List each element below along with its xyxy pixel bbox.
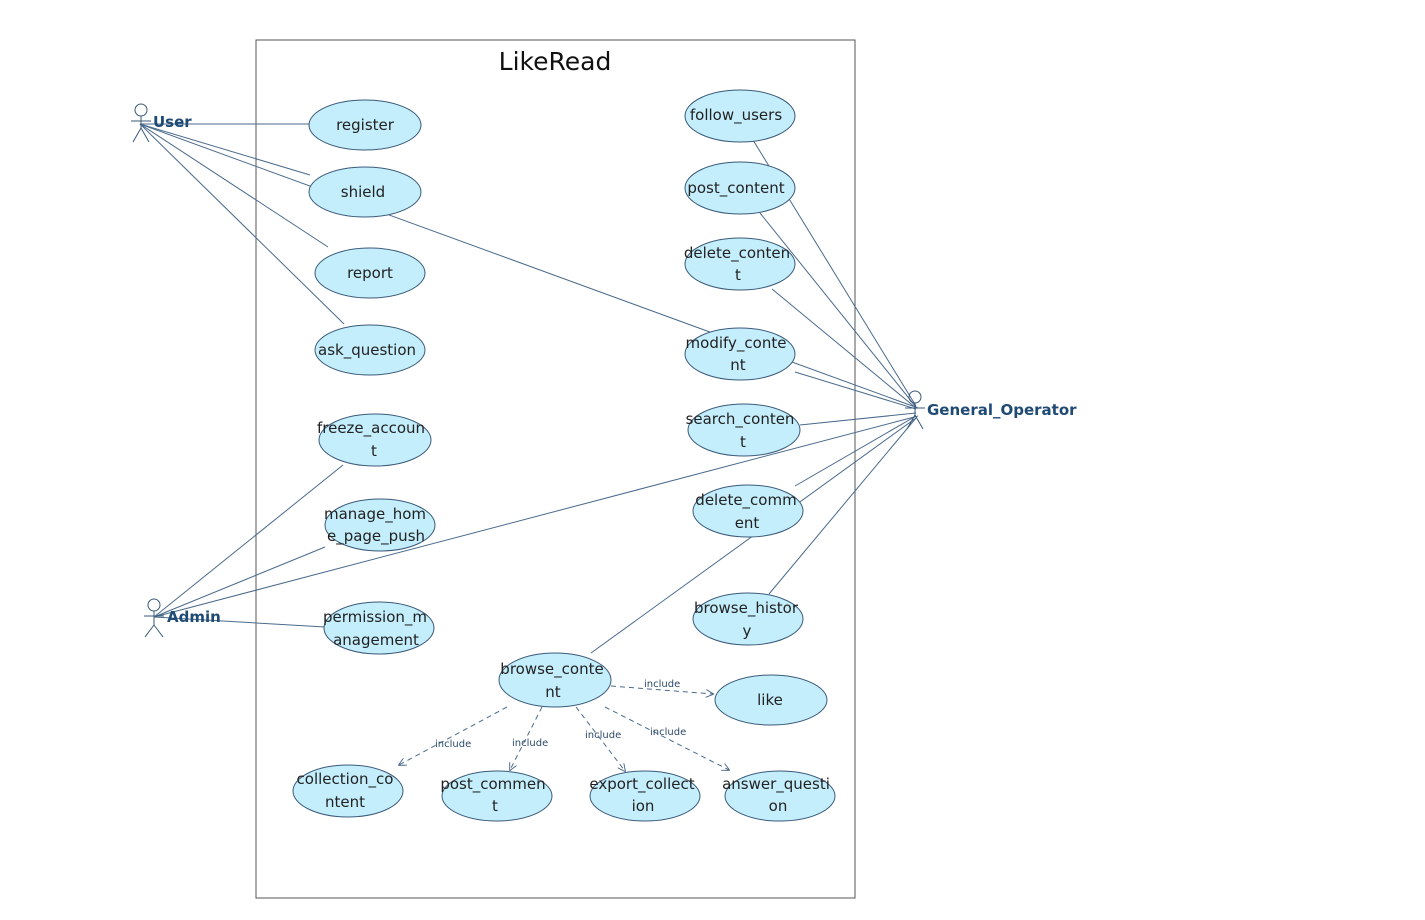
use-case-browse-content[interactable]: browse_conte nt <box>498 652 612 708</box>
include-label-export: include <box>585 730 621 741</box>
use-case-modify-content-label-line1: modify_conte <box>686 334 787 353</box>
use-case-register[interactable]: register <box>308 99 422 151</box>
use-case-freeze-account-label-line2: t <box>371 442 377 460</box>
use-case-post-content[interactable]: post_content <box>684 161 796 215</box>
actor-admin-label: Admin <box>167 608 221 626</box>
include-label-collection: include <box>435 739 471 750</box>
use-case-delete-content-label-line1: delete_conten <box>684 244 790 263</box>
include-label-answer: include <box>650 727 686 738</box>
use-case-modify-content-label-line2: nt <box>730 356 746 374</box>
use-case-report-label: report <box>347 264 393 282</box>
use-case-browse-history-label-line2: y <box>743 622 752 640</box>
use-case-follow-users-label: follow_users <box>690 106 782 125</box>
use-case-delete-content-label-line2: t <box>735 266 741 284</box>
use-case-export-collection[interactable]: export_collect ion <box>589 770 701 822</box>
use-case-delete-comment[interactable]: delete_comm ent <box>692 484 804 538</box>
include-label-like: include <box>644 679 680 690</box>
use-case-manage-home-page-push-label-line2: e_page_push <box>327 527 425 546</box>
use-case-ask-question-label: ask_question <box>318 341 416 360</box>
include-relationships: include include include include include <box>399 679 729 771</box>
use-case-freeze-account[interactable]: freeze_accoun t <box>317 413 432 467</box>
use-case-like[interactable]: like <box>714 674 828 726</box>
use-case-delete-comment-label-line2: ent <box>735 514 760 532</box>
use-case-browse-history-label-line1: browse_histor <box>694 599 799 618</box>
use-case-permission-management-label-line1: permission_m <box>323 608 427 627</box>
use-case-browse-content-label-line2: nt <box>545 683 561 701</box>
actor-user-label: User <box>153 113 192 131</box>
use-case-post-comment[interactable]: post_commen t <box>440 770 553 822</box>
use-case-shield[interactable]: shield <box>308 166 422 218</box>
use-case-post-comment-label-line1: post_commen <box>440 775 545 794</box>
general-operator-stick-figure-icon <box>905 390 925 430</box>
use-case-modify-content[interactable]: modify_conte nt <box>684 327 796 381</box>
admin-associations <box>153 415 919 628</box>
use-case-export-collection-label-line2: ion <box>632 797 655 815</box>
use-case-collection-content-label-line2: ntent <box>325 793 365 811</box>
use-case-permission-management-label-line2: anagement <box>333 631 419 649</box>
use-case-answer-question[interactable]: answer_questi on <box>722 770 836 822</box>
actor-general-operator[interactable]: General_Operator <box>905 390 1077 430</box>
use-case-browse-history[interactable]: browse_histor y <box>692 592 804 646</box>
system-title: LikeRead <box>499 47 612 76</box>
actor-general-operator-label: General_Operator <box>927 401 1077 419</box>
use-case-search-content[interactable]: search_conten t <box>686 403 801 457</box>
use-case-register-label: register <box>336 116 395 134</box>
use-case-follow-users[interactable]: follow_users <box>684 89 796 143</box>
use-case-delete-content[interactable]: delete_conten t <box>684 237 796 291</box>
use-case-post-comment-label-line2: t <box>492 797 498 815</box>
use-case-shield-label: shield <box>341 183 385 201</box>
use-case-browse-content-label-line1: browse_conte <box>500 660 603 679</box>
use-case-report[interactable]: report <box>314 247 426 299</box>
use-case-search-content-label-line2: t <box>740 433 746 451</box>
use-case-collection-content[interactable]: collection_co ntent <box>292 764 404 818</box>
use-case-manage-home-page-push-label-line1: manage_hom <box>324 505 426 524</box>
use-case-search-content-label-line1: search_conten <box>686 410 795 429</box>
use-case-permission-management[interactable]: permission_m anagement <box>323 601 435 655</box>
actor-user[interactable]: User <box>131 103 192 143</box>
use-case-freeze-account-label-line1: freeze_accoun <box>317 419 425 438</box>
actor-admin[interactable]: Admin <box>144 598 221 638</box>
use-case-like-label: like <box>757 691 783 709</box>
use-case-manage-home-page-push[interactable]: manage_hom e_page_push <box>324 498 436 552</box>
admin-stick-figure-icon <box>144 598 164 638</box>
use-case-answer-question-label-line2: on <box>769 797 788 815</box>
use-case-export-collection-label-line1: export_collect <box>589 775 694 794</box>
use-case-collection-content-label-line1: collection_co <box>297 770 394 789</box>
include-label-post-comment: include <box>512 738 548 749</box>
use-case-answer-question-label-line1: answer_questi <box>722 775 830 794</box>
use-case-post-content-label: post_content <box>687 179 784 198</box>
use-case-ask-question[interactable]: ask_question <box>314 324 426 376</box>
user-stick-figure-icon <box>131 103 151 143</box>
use-case-delete-comment-label-line1: delete_comm <box>695 491 796 510</box>
